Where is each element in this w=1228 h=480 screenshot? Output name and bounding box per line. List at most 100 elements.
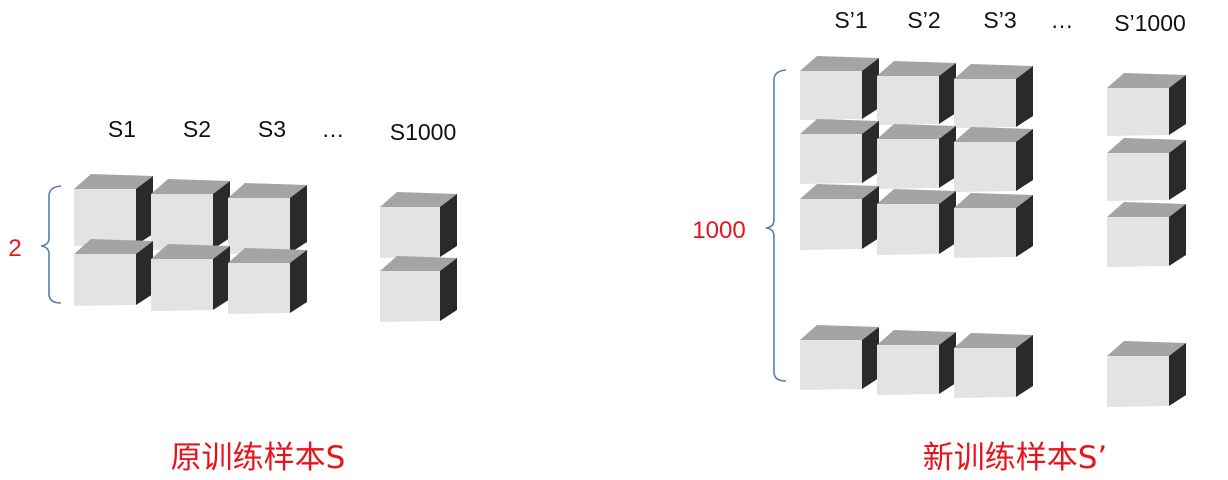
new-set-group: S’1 S’2 S’3 … S’1000 1000 新训练样本S’ <box>692 7 1186 476</box>
cube-front-face <box>228 198 290 254</box>
original-column-label-s1000: S1000 <box>390 119 457 145</box>
cube-top-face <box>954 193 1033 208</box>
cube-top-face <box>228 183 307 198</box>
cube <box>74 239 153 306</box>
cube-side-face <box>1016 129 1033 191</box>
cube-top-face <box>228 248 307 263</box>
original-column-label-s3: S3 <box>258 116 286 142</box>
cube-side-face <box>290 250 307 313</box>
cube-top-face <box>1107 341 1186 356</box>
cube-top-face <box>800 325 879 340</box>
cube-side-face <box>862 58 879 119</box>
cube-front-face <box>800 71 862 120</box>
cube-top-face <box>1107 138 1186 153</box>
cube <box>877 189 956 255</box>
new-column-label-ellipsis: … <box>1051 7 1074 33</box>
cube-top-face <box>151 244 230 259</box>
original-set-title: 原训练样本S <box>171 440 346 476</box>
cube-top-face <box>954 333 1033 348</box>
cube-front-face <box>877 139 939 189</box>
cube-top-face <box>877 330 956 345</box>
cube <box>877 124 956 189</box>
new-column-label-s1: S’1 <box>834 7 867 33</box>
cube-side-face <box>939 63 956 124</box>
cube-top-face <box>1107 73 1186 88</box>
cube-side-face <box>136 176 153 245</box>
cube <box>800 325 879 390</box>
cube <box>800 119 879 184</box>
cube <box>380 192 457 258</box>
cube-top-face <box>151 179 230 194</box>
cube-front-face <box>877 204 939 255</box>
cube-side-face <box>1016 66 1033 127</box>
cube-side-face <box>862 121 879 183</box>
cube-side-face <box>1016 335 1033 397</box>
cube-side-face <box>213 246 230 310</box>
cube-side-face <box>939 332 956 394</box>
cube-front-face <box>877 76 939 125</box>
cube-top-face <box>74 239 153 254</box>
cube-side-face <box>440 194 457 257</box>
cube-front-face <box>800 340 862 390</box>
cube <box>877 61 956 125</box>
cube-top-face <box>74 174 153 189</box>
original-row-count-label: 2 <box>8 235 21 262</box>
cube <box>74 174 153 246</box>
cube-side-face <box>939 126 956 188</box>
new-column-label-s3: S’3 <box>983 7 1016 33</box>
cube-front-face <box>151 259 213 311</box>
new-cube-grid <box>800 56 1186 407</box>
cube-top-face <box>877 189 956 204</box>
cube-side-face <box>136 241 153 305</box>
cube <box>800 184 879 250</box>
new-column-label-s1000: S’1000 <box>1114 10 1186 36</box>
new-column-label-s2: S’2 <box>907 7 940 33</box>
cube-side-face <box>290 185 307 253</box>
cube-top-face <box>954 64 1033 79</box>
cube-front-face <box>380 207 440 258</box>
cube-front-face <box>228 263 290 314</box>
cube-top-face <box>877 124 956 139</box>
cube-front-face <box>877 345 939 395</box>
cube-side-face <box>1169 343 1186 406</box>
cube <box>1107 138 1186 201</box>
cube-side-face <box>1169 204 1186 266</box>
cube <box>954 127 1033 192</box>
cube-top-face <box>877 61 956 76</box>
cube-side-face <box>862 327 879 389</box>
cube-side-face <box>1016 195 1033 257</box>
cube-side-face <box>862 186 879 249</box>
cube-front-face <box>1107 217 1169 267</box>
cube <box>228 248 307 314</box>
new-row-brace <box>765 69 787 382</box>
cube-front-face <box>380 271 440 322</box>
cube-top-face <box>380 256 457 271</box>
cube-top-face <box>800 184 879 199</box>
cube <box>954 333 1033 398</box>
cube <box>151 244 230 311</box>
cube-front-face <box>74 189 136 246</box>
cube-top-face <box>954 127 1033 142</box>
cube-side-face <box>1169 140 1186 200</box>
cube-top-face <box>800 119 879 134</box>
cube-front-face <box>1107 88 1169 136</box>
original-cube-grid <box>74 174 457 322</box>
cube-front-face <box>1107 153 1169 201</box>
cube <box>954 64 1033 128</box>
original-column-label-ellipsis: … <box>322 116 345 142</box>
cube-top-face <box>800 56 879 71</box>
cube-front-face <box>800 199 862 250</box>
cube-side-face <box>213 181 230 249</box>
new-row-count-label: 1000 <box>692 217 745 244</box>
cube-front-face <box>954 348 1016 398</box>
cube-front-face <box>151 194 213 250</box>
cube-top-face <box>380 192 457 207</box>
cube <box>228 183 307 254</box>
cube <box>877 330 956 395</box>
cube-front-face <box>800 134 862 184</box>
cube-side-face <box>1169 75 1186 135</box>
cube <box>1107 341 1186 407</box>
cube <box>151 179 230 250</box>
original-column-label-s2: S2 <box>183 116 211 142</box>
